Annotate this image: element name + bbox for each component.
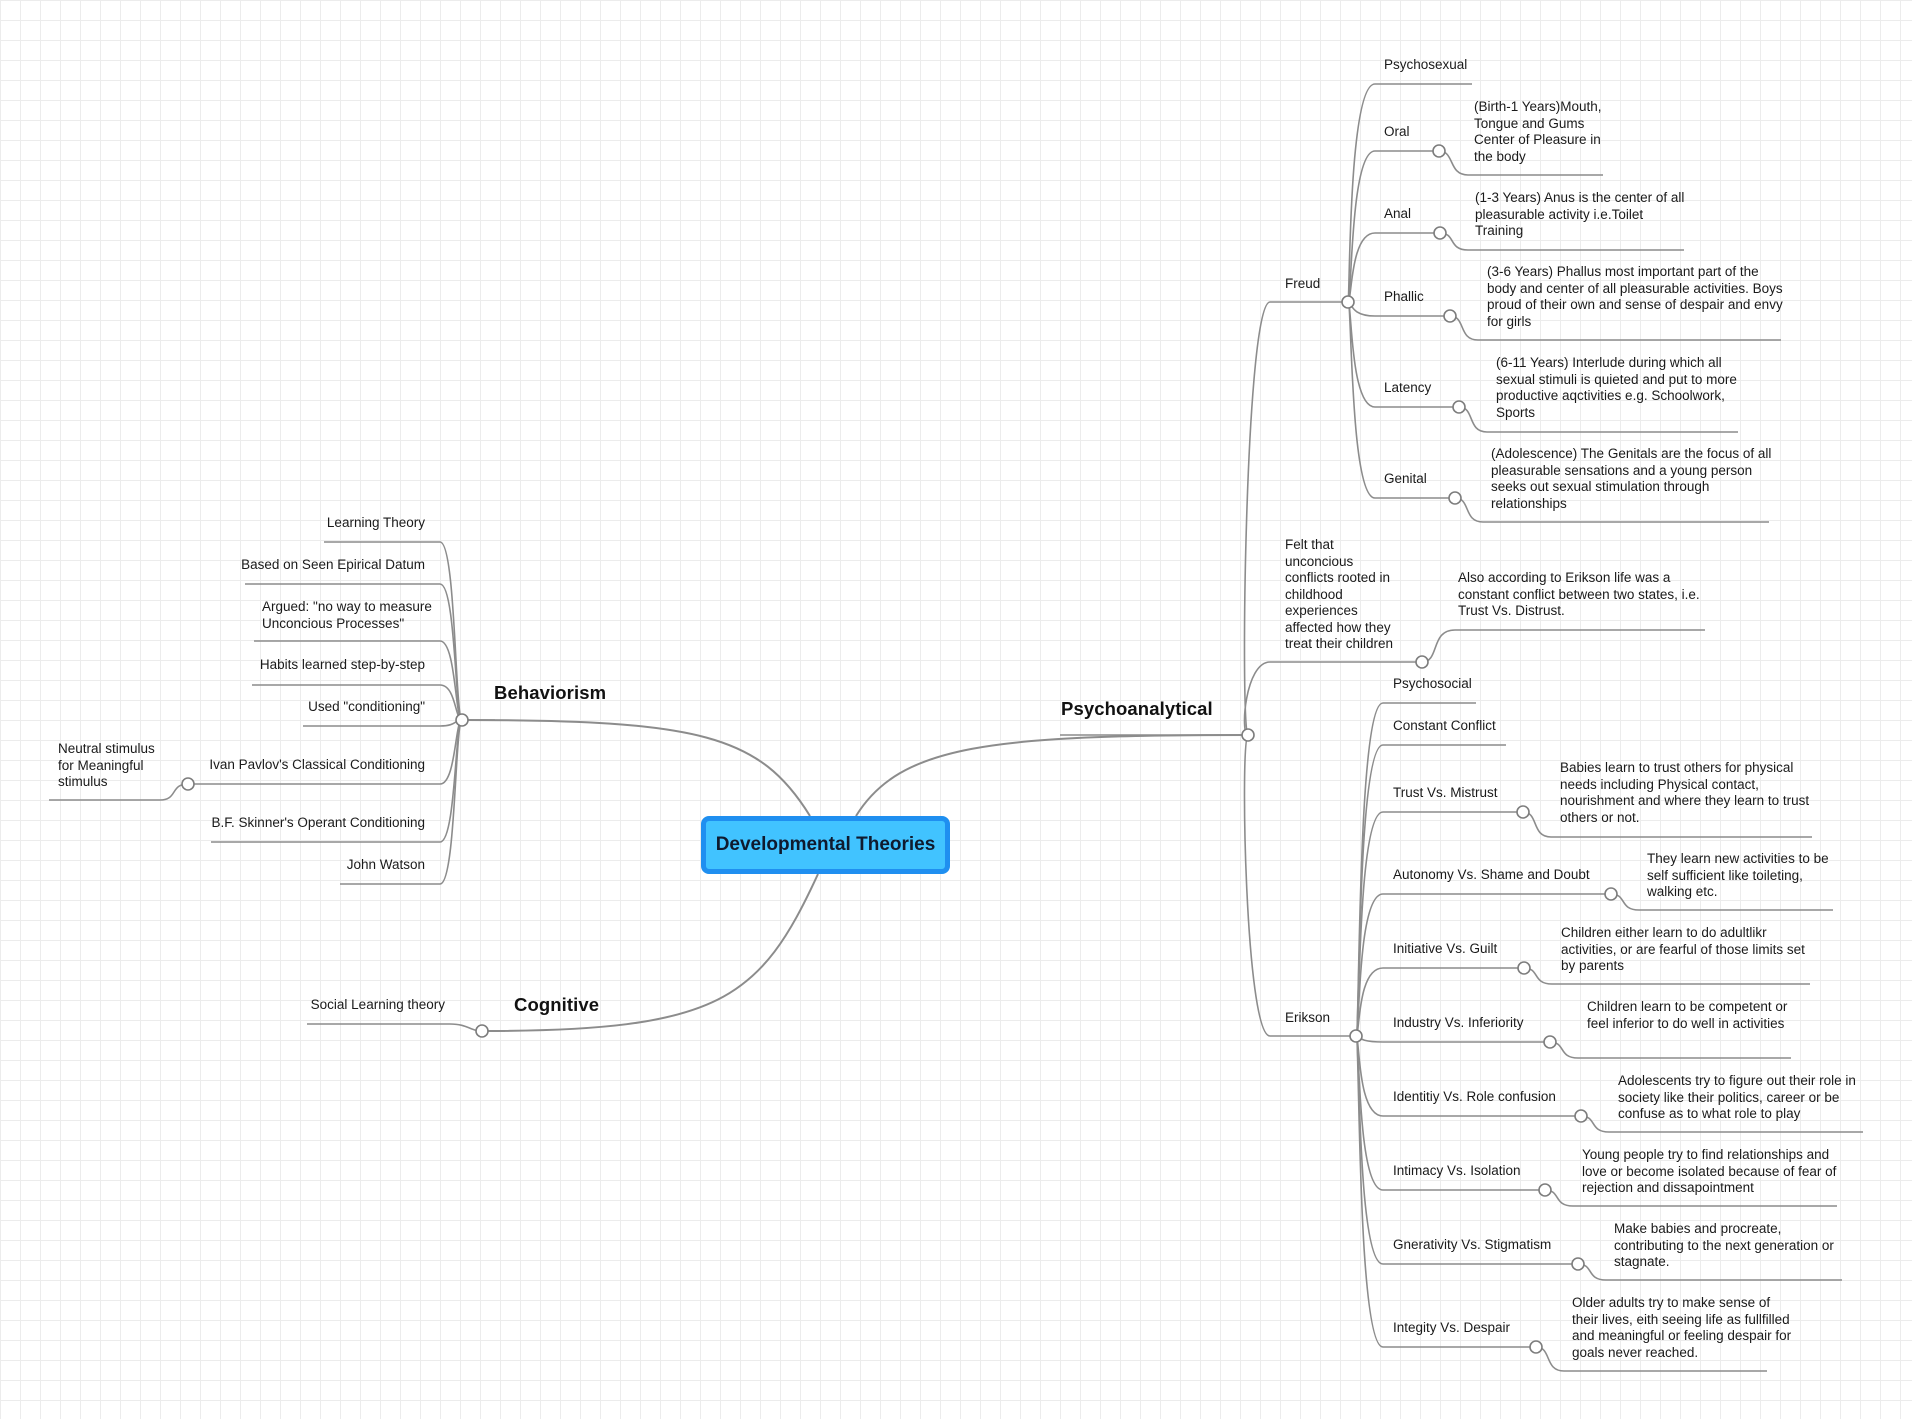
- freud-stage-latency[interactable]: Latency: [1384, 380, 1432, 395]
- node-erikson[interactable]: Erikson: [1285, 1010, 1331, 1025]
- erikson-stage-identity-desc[interactable]: Adolescents try to figure out their role…: [1618, 1073, 1856, 1121]
- erikson-stage-intimacy[interactable]: Intimacy Vs. Isolation: [1393, 1163, 1521, 1178]
- node-psychosocial[interactable]: Psychosocial: [1393, 676, 1472, 691]
- erikson-stage-initiative[interactable]: Initiative Vs. Guilt: [1393, 941, 1498, 956]
- behaviorism-item-pavlov[interactable]: Ivan Pavlov's Classical Conditioning: [209, 757, 425, 772]
- behaviorism-item-skinner[interactable]: B.F. Skinner's Operant Conditioning: [211, 815, 425, 830]
- node-psychosexual[interactable]: Psychosexual: [1384, 57, 1468, 72]
- behaviorism-item-habits[interactable]: Habits learned step-by-step: [259, 657, 425, 672]
- erikson-stage-identity[interactable]: Identitiy Vs. Role confusion: [1393, 1089, 1556, 1104]
- erikson-stage-autonomy[interactable]: Autonomy Vs. Shame and Doubt: [1393, 867, 1590, 882]
- branch-psychoanalytical[interactable]: Psychoanalytical: [1061, 698, 1213, 719]
- freud-stage-phallic[interactable]: Phallic: [1384, 289, 1424, 304]
- erikson-stage-trust-desc[interactable]: Babies learn to trust others for physica…: [1560, 760, 1810, 825]
- node-constant-conflict[interactable]: Constant Conflict: [1393, 718, 1496, 733]
- erikson-stage-integrity-desc[interactable]: Older adults try to make sense of their …: [1572, 1295, 1792, 1360]
- node-freud[interactable]: Freud: [1285, 276, 1321, 291]
- freud-stage-oral-desc[interactable]: (Birth-1 Years)Mouth, Tongue and Gums Ce…: [1474, 99, 1602, 164]
- behaviorism-item-watson[interactable]: John Watson: [346, 857, 425, 872]
- erikson-stage-intimacy-desc[interactable]: Young people try to find relationships a…: [1582, 1147, 1837, 1195]
- behaviorism-item-empirical[interactable]: Based on Seen Epirical Datum: [241, 557, 425, 572]
- freud-stage-anal-desc[interactable]: (1-3 Years) Anus is the center of all pl…: [1475, 190, 1685, 238]
- freud-stage-anal[interactable]: Anal: [1384, 206, 1412, 221]
- pavlov-child-stimulus[interactable]: Neutral stimulus for Meaningful stimulus: [58, 741, 155, 789]
- branch-cognitive[interactable]: Cognitive: [514, 994, 600, 1015]
- erikson-stage-industry-desc[interactable]: Children learn to be competent or feel i…: [1587, 999, 1788, 1031]
- node-felt-desc[interactable]: Also according to Erikson life was a con…: [1458, 570, 1700, 618]
- behaviorism-item-conditioning[interactable]: Used "conditioning": [308, 699, 425, 714]
- erikson-stage-initiative-desc[interactable]: Children either learn to do adultlikr ac…: [1561, 925, 1805, 973]
- root-node[interactable]: Developmental Theories: [701, 816, 950, 874]
- erikson-stage-autonomy-desc[interactable]: They learn new activities to be self suf…: [1647, 851, 1829, 899]
- erikson-stage-integrity[interactable]: Integity Vs. Despair: [1393, 1320, 1511, 1335]
- behaviorism-item-learning-theory[interactable]: Learning Theory: [326, 515, 425, 530]
- freud-stage-genital[interactable]: Genital: [1384, 471, 1427, 486]
- freud-stage-latency-desc[interactable]: (6-11 Years) Interlude during which all …: [1496, 355, 1737, 420]
- erikson-stage-generativity-desc[interactable]: Make babies and procreate, contributing …: [1614, 1221, 1834, 1269]
- freud-stage-oral[interactable]: Oral: [1384, 124, 1410, 139]
- erikson-stage-trust[interactable]: Trust Vs. Mistrust: [1393, 785, 1498, 800]
- erikson-stage-industry[interactable]: Industry Vs. Inferiority: [1393, 1015, 1524, 1030]
- node-felt[interactable]: Felt that unconcious conflicts rooted in…: [1285, 537, 1394, 651]
- erikson-stage-generativity[interactable]: Gnerativity Vs. Stigmatism: [1393, 1237, 1552, 1252]
- branch-behaviorism[interactable]: Behaviorism: [494, 682, 607, 703]
- freud-stage-phallic-desc[interactable]: (3-6 Years) Phallus most important part …: [1487, 264, 1783, 329]
- cognitive-item-social-learning[interactable]: Social Learning theory: [310, 997, 445, 1012]
- freud-stage-genital-desc[interactable]: (Adolescence) The Genitals are the focus…: [1491, 446, 1772, 511]
- behaviorism-item-argued[interactable]: Argued: "no way to measure Unconcious Pr…: [262, 599, 432, 631]
